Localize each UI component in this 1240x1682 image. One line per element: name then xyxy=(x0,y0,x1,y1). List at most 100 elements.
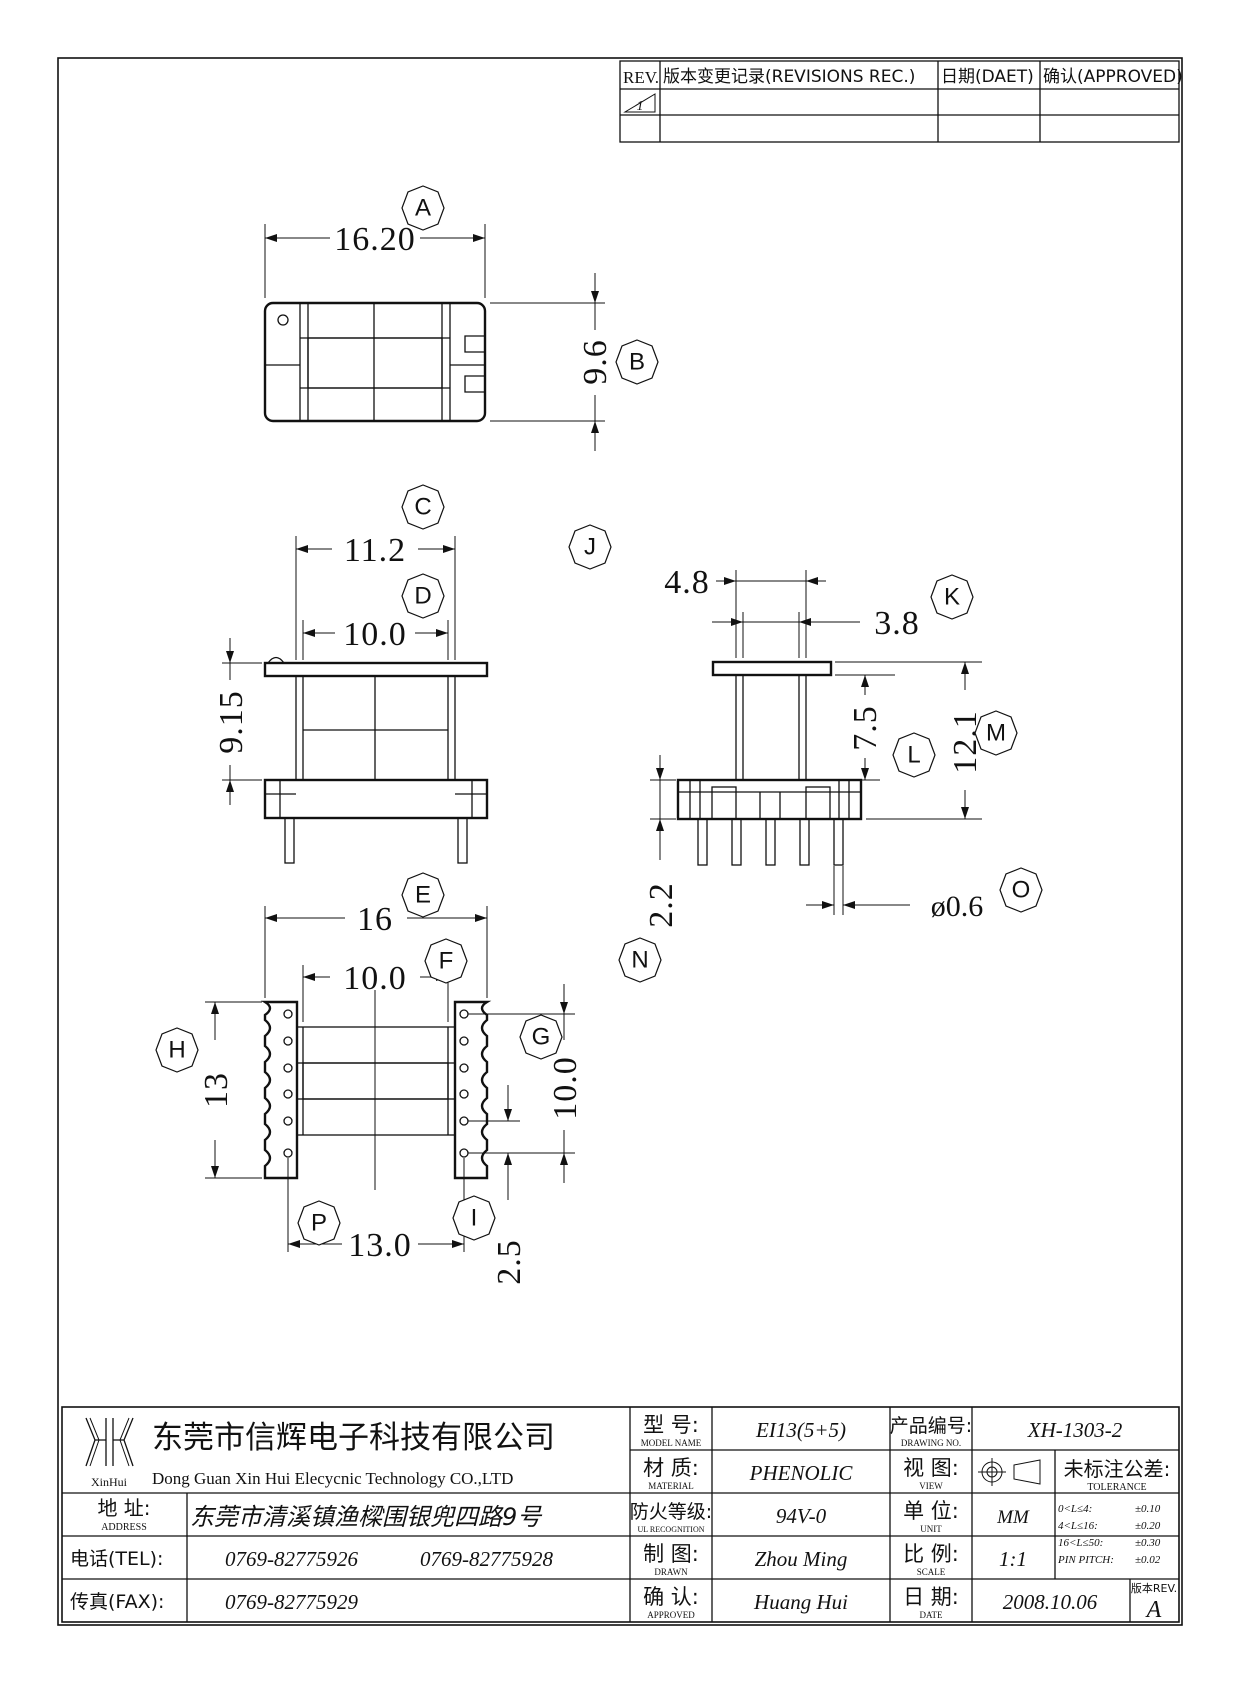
address-label: 地 址: xyxy=(97,1496,150,1520)
dim-e-label: 16 xyxy=(357,901,393,938)
tolerance-value-2: ±0.20 xyxy=(1135,1520,1161,1532)
tel-label: 电话(TEL): xyxy=(70,1548,163,1570)
revisions-header: 版本变更记录(REVISIONS REC.) xyxy=(663,67,915,87)
svg-text:P: P xyxy=(311,1210,327,1237)
scale-value: 1:1 xyxy=(999,1547,1027,1571)
dim-i-label: 2.5 xyxy=(491,1239,528,1285)
dim-p-label: 13.0 xyxy=(348,1227,412,1264)
title-block: XinHui 东莞市信辉电子科技有限公司 Dong Guan Xin Hui E… xyxy=(61,1406,1180,1623)
dim-h-label: 13 xyxy=(198,1072,235,1108)
dim-a-label: 16.20 xyxy=(334,221,416,258)
tolerance-value-1: ±0.10 xyxy=(1135,1503,1161,1515)
svg-text:D: D xyxy=(414,583,431,610)
svg-text:E: E xyxy=(415,882,431,909)
dim-side-height-label: 9.15 xyxy=(213,690,250,754)
dim-g-label: 10.0 xyxy=(547,1056,584,1120)
scale-label: 比 例: xyxy=(903,1542,959,1566)
material-value: PHENOLIC xyxy=(749,1461,854,1485)
bubble-k: K xyxy=(930,574,974,620)
material-label-en: MATERIAL xyxy=(648,1481,694,1491)
svg-text:L: L xyxy=(907,742,920,769)
bubble-n: N xyxy=(618,937,662,983)
logo-text: XinHui xyxy=(91,1475,128,1489)
material-label: 材 质: xyxy=(643,1456,699,1480)
model-label-en: MODEL NAME xyxy=(641,1438,702,1448)
tel-value-1: 0769-82775926 xyxy=(225,1547,358,1571)
unit-label: 单 位: xyxy=(903,1499,959,1523)
date-label-en: DATE xyxy=(920,1610,943,1620)
approved-value: Huang Hui xyxy=(753,1590,848,1614)
svg-text:C: C xyxy=(414,494,431,521)
drawn-label: 制 图: xyxy=(643,1542,699,1566)
unit-value: MM xyxy=(996,1507,1030,1528)
unit-label-en: UNIT xyxy=(920,1524,942,1534)
bottom-view: 16 10.0 13 10.0 2.5 13.0 xyxy=(198,901,584,1285)
drawn-value: Zhou Ming xyxy=(755,1547,848,1571)
company-name-cn: 东莞市信辉电子科技有限公司 xyxy=(152,1420,555,1456)
bubble-i: I xyxy=(452,1195,496,1241)
bubble-c: C xyxy=(401,484,445,530)
svg-text:H: H xyxy=(168,1037,185,1064)
dim-n-label: 2.2 xyxy=(643,882,680,928)
bubble-m: M xyxy=(974,710,1018,756)
rev-label: 版本REV. xyxy=(1131,1581,1177,1595)
approved-label-en: APPROVED xyxy=(647,1610,695,1620)
tel-value-2: 0769-82775928 xyxy=(420,1547,553,1571)
tolerance-range-2: 4<L≤16: xyxy=(1058,1520,1098,1532)
tolerance-range-1: 0<L≤4: xyxy=(1058,1503,1092,1515)
bubble-d: D xyxy=(401,573,445,619)
side-view: 4.8 3.8 7.5 12.1 2.2 ø0.6 xyxy=(643,564,984,928)
view-label: 视 图: xyxy=(903,1456,959,1480)
company-name-en: Dong Guan Xin Hui Elecycnic Technology C… xyxy=(152,1469,513,1488)
bubble-o: O xyxy=(999,867,1043,913)
svg-text:F: F xyxy=(439,948,454,975)
approved-header: 确认(APPROVED) xyxy=(1043,67,1183,87)
tolerance-range-3: 16<L≤50: xyxy=(1058,1537,1103,1549)
tolerance-value-4: ±0.02 xyxy=(1135,1554,1161,1566)
tolerance-label-en: TOLERANCE xyxy=(1087,1482,1146,1493)
top-view: 16.20 9.6 xyxy=(263,221,614,451)
tolerance-label: 未标注公差: xyxy=(1064,1457,1171,1481)
scale-label-en: SCALE xyxy=(917,1567,946,1577)
tolerance-value-3: ±0.30 xyxy=(1135,1537,1161,1549)
dim-f-label: 10.0 xyxy=(343,960,407,997)
svg-text:B: B xyxy=(629,349,645,376)
svg-text:M: M xyxy=(986,720,1006,747)
bubble-a: A xyxy=(401,185,445,231)
bubble-f: F xyxy=(424,938,468,984)
date-value: 2008.10.06 xyxy=(1003,1590,1098,1614)
drawing-no-label: 产品编号: xyxy=(890,1415,972,1437)
svg-text:N: N xyxy=(631,947,648,974)
model-value: EI13(5+5) xyxy=(755,1418,846,1442)
ul-label: 防火等级: xyxy=(630,1501,712,1523)
address-value: 东莞市清溪镇渔樑围银兜四路9号 xyxy=(190,1503,543,1531)
fax-value: 0769-82775929 xyxy=(225,1590,358,1614)
bubble-g: G xyxy=(519,1014,563,1060)
bubble-h: H xyxy=(155,1027,199,1073)
view-label-en: VIEW xyxy=(919,1481,943,1491)
drawing-no-label-en: DRAWING NO. xyxy=(901,1438,961,1448)
dim-c-label: 11.2 xyxy=(344,532,406,569)
ul-label-en: UL RECOGNITION xyxy=(637,1525,704,1534)
svg-text:I: I xyxy=(471,1205,478,1232)
bubble-p: P xyxy=(297,1200,341,1246)
rev-header: REV. xyxy=(623,68,659,87)
dim-d-label: 10.0 xyxy=(343,616,407,653)
fax-label: 传真(FAX): xyxy=(70,1591,164,1613)
svg-text:O: O xyxy=(1012,877,1031,904)
dim-k-label: 3.8 xyxy=(874,605,920,642)
date-label: 日 期: xyxy=(903,1585,959,1609)
revision-table: REV. 版本变更记录(REVISIONS REC.) 日期(DAET) 确认(… xyxy=(619,60,1183,143)
dim-l-label: 7.5 xyxy=(847,705,884,751)
dim-o-label: ø0.6 xyxy=(931,890,984,923)
ul-value: 94V-0 xyxy=(776,1504,827,1528)
model-label: 型 号: xyxy=(643,1413,699,1437)
bubble-l: L xyxy=(892,732,936,778)
drawing-no-value: XH-1303-2 xyxy=(1027,1418,1123,1442)
svg-text:J: J xyxy=(584,534,596,561)
front-view: 11.2 10.0 9.15 xyxy=(213,532,489,864)
address-label-en: ADDRESS xyxy=(101,1522,147,1533)
svg-text:A: A xyxy=(415,195,431,222)
bubble-e: E xyxy=(401,872,445,918)
